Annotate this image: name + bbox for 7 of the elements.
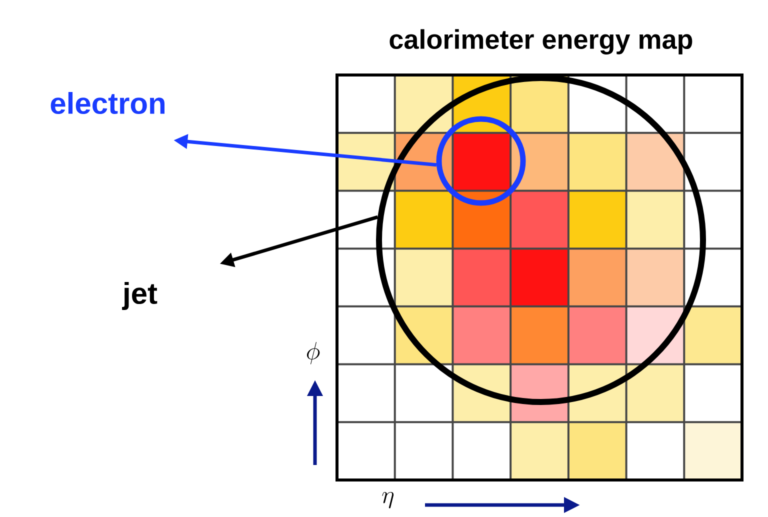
map-title: calorimeter energy map [390,29,692,54]
jet-label: jet [122,282,158,310]
axis-label: $\eta$ [382,492,394,508]
electron-label: electron [50,92,164,114]
axis-label: $\phi$ [306,342,320,364]
electron-circle [436,116,526,206]
jet-circle [376,75,706,405]
